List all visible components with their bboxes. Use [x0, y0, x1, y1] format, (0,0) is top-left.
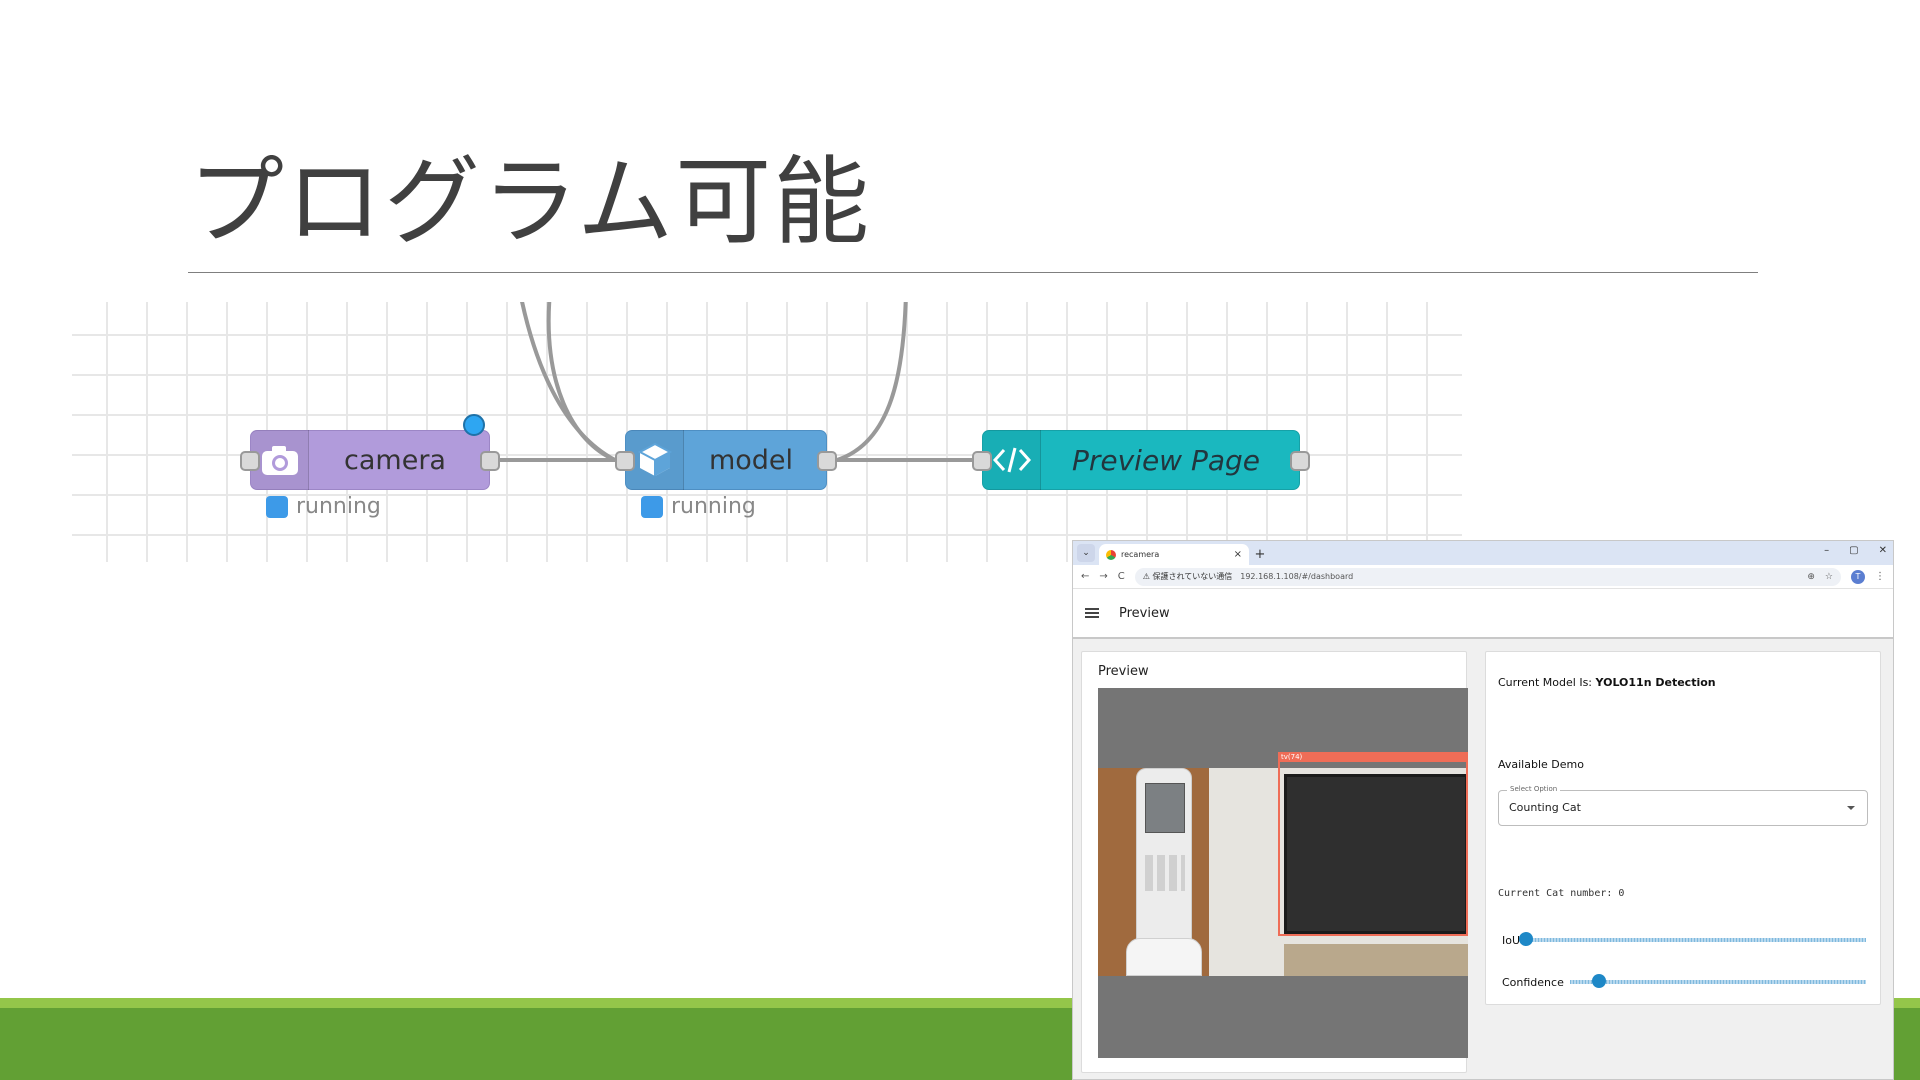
flow-wires	[500, 302, 972, 462]
profile-avatar[interactable]: T	[1851, 569, 1865, 584]
confidence-slider-row: Confidence	[1502, 974, 1866, 990]
wire-top-to-model-a	[520, 302, 616, 462]
iou-label: IoU	[1502, 933, 1521, 947]
node-output-port[interactable]	[480, 451, 500, 471]
cat-count-line: Current Cat number: 0	[1498, 888, 1625, 899]
current-model-prefix: Current Model Is:	[1498, 676, 1593, 689]
maximize-button[interactable]: ▢	[1849, 545, 1859, 556]
node-input-port[interactable]	[972, 451, 992, 471]
detection-bounding-box: tv(74)	[1278, 752, 1468, 936]
wire-top-to-model-b	[546, 302, 616, 462]
control-card: Current Model Is: YOLO11n Detection Avai…	[1485, 651, 1881, 1005]
node-output-port[interactable]	[1290, 451, 1310, 471]
forward-arrow-icon[interactable]: →	[1099, 571, 1108, 582]
node-label: camera	[344, 444, 446, 476]
cube-icon	[626, 430, 684, 490]
url-text[interactable]: 192.168.1.108/#/dashboard	[1240, 572, 1354, 581]
monitor-image	[1284, 774, 1468, 934]
browser-window: ⌄ recamera × + – ▢ ✕ ← → C ⚠ 保護されていない通信 …	[1072, 540, 1894, 1080]
detection-label: tv(74)	[1278, 752, 1468, 762]
title-divider	[188, 272, 1758, 273]
code-icon	[983, 430, 1041, 490]
reload-icon[interactable]: C	[1117, 571, 1125, 582]
favicon-icon	[1106, 549, 1116, 560]
confidence-label: Confidence	[1502, 975, 1564, 989]
confidence-slider-thumb[interactable]	[1592, 974, 1607, 988]
browser-tab-recamera[interactable]: recamera ×	[1099, 544, 1249, 565]
iou-slider-thumb[interactable]	[1519, 932, 1534, 946]
node-red-flow-canvas[interactable]: camera running model running Preview Pa	[72, 302, 1462, 562]
node-output-port[interactable]	[817, 451, 837, 471]
confidence-slider[interactable]	[1569, 974, 1866, 988]
dashboard-appbar: Preview	[1073, 589, 1893, 639]
available-demo-label: Available Demo	[1498, 758, 1584, 771]
demo-select[interactable]: Select Option Counting Cat	[1498, 785, 1868, 826]
hamburger-menu-icon[interactable]	[1085, 608, 1099, 618]
current-model-value: YOLO11n Detection	[1595, 676, 1716, 689]
node-input-port[interactable]	[240, 451, 260, 471]
status-square-icon	[266, 495, 288, 518]
camera-icon	[251, 430, 309, 490]
status-text: running	[671, 494, 756, 519]
camera-preview-video: tv(74)	[1098, 688, 1468, 1058]
phone-screen	[1145, 783, 1185, 833]
window-controls: – ▢ ✕	[1824, 545, 1887, 556]
status-text: running	[296, 494, 381, 519]
zoom-icon[interactable]: ⊕	[1807, 571, 1815, 582]
tab-title: recamera	[1121, 550, 1160, 559]
flow-node-camera[interactable]: camera	[240, 414, 500, 490]
flow-node-model[interactable]: model	[615, 430, 837, 490]
node-status-camera: running	[266, 494, 381, 519]
slide-title: プログラム可能	[188, 146, 872, 258]
preview-card: Preview tv(74)	[1081, 651, 1468, 1073]
security-warning[interactable]: ⚠ 保護されていない通信	[1142, 572, 1233, 581]
changed-indicator-dot	[463, 414, 485, 436]
desk-image	[1284, 944, 1468, 976]
preview-card-title: Preview	[1098, 664, 1149, 679]
node-label: Preview Page	[1071, 443, 1261, 477]
omnibox[interactable]: ⚠ 保護されていない通信 192.168.1.108/#/dashboard ⊕…	[1134, 567, 1841, 586]
current-model-line: Current Model Is: YOLO11n Detection	[1498, 676, 1716, 689]
address-bar-row: ← → C ⚠ 保護されていない通信 192.168.1.108/#/dashb…	[1073, 565, 1893, 589]
minimize-button[interactable]: –	[1824, 545, 1830, 556]
new-tab-button[interactable]: +	[1254, 547, 1266, 562]
select-legend: Select Option	[1507, 785, 1561, 793]
phone-base	[1126, 938, 1202, 976]
phone-keys	[1145, 855, 1185, 891]
wire-model-to-top	[836, 302, 908, 462]
tab-search-chevron-icon[interactable]: ⌄	[1077, 544, 1095, 562]
status-square-icon	[641, 495, 663, 518]
dropdown-caret-icon[interactable]	[1847, 806, 1855, 810]
select-value: Counting Cat	[1509, 801, 1581, 814]
back-arrow-icon[interactable]: ←	[1081, 571, 1090, 582]
bookmark-star-icon[interactable]: ☆	[1824, 571, 1833, 582]
node-label: model	[708, 444, 794, 476]
browser-menu-icon[interactable]: ⋮	[1875, 571, 1885, 582]
close-window-button[interactable]: ✕	[1878, 545, 1887, 556]
node-status-model: running	[641, 494, 756, 519]
tab-bar: ⌄ recamera × + – ▢ ✕	[1073, 541, 1893, 565]
tab-close-icon[interactable]: ×	[1233, 549, 1242, 560]
iou-slider-row: IoU	[1502, 932, 1866, 948]
omnibox-icons: ⊕ ☆	[1807, 572, 1833, 582]
node-input-port[interactable]	[615, 451, 635, 471]
camera-scene-image: tv(74)	[1098, 752, 1468, 976]
appbar-title: Preview	[1119, 605, 1170, 621]
cordless-phone-image	[1136, 768, 1192, 952]
iou-slider[interactable]	[1519, 932, 1866, 946]
flow-node-preview-page[interactable]: Preview Page	[972, 430, 1310, 490]
